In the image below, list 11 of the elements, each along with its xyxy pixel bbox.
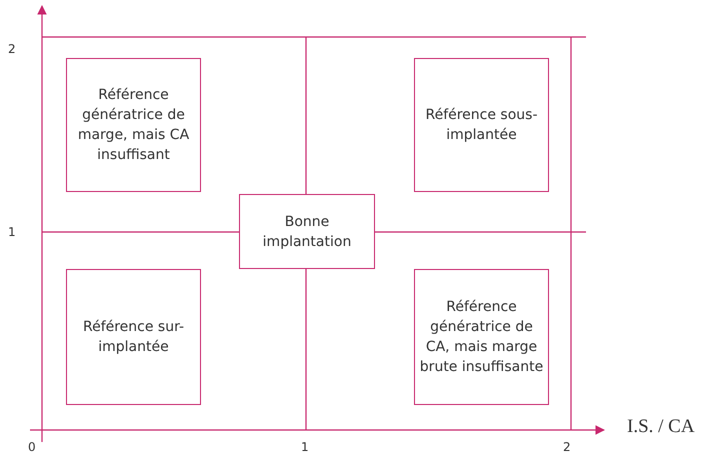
x-tick-label: 1 [301, 440, 309, 454]
x-tick-label: 2 [563, 440, 571, 454]
axis-title: I.S. / CA [627, 416, 695, 438]
x-tick-label: 0 [28, 440, 36, 454]
quadrant-box: Référence sur-implantée [66, 269, 201, 405]
quadrant-box: Référence génératrice de CA, mais marge brute insuffisante [414, 269, 549, 405]
quadrant-box: Bonne implantation [239, 194, 375, 269]
y-tick-label: 1 [8, 225, 16, 239]
y-tick-label: 2 [8, 42, 16, 56]
quadrant-box: Référence sous-implantée [414, 58, 549, 192]
quadrant-box: Référence génératrice de marge, mais CA insuffisant [66, 58, 201, 192]
